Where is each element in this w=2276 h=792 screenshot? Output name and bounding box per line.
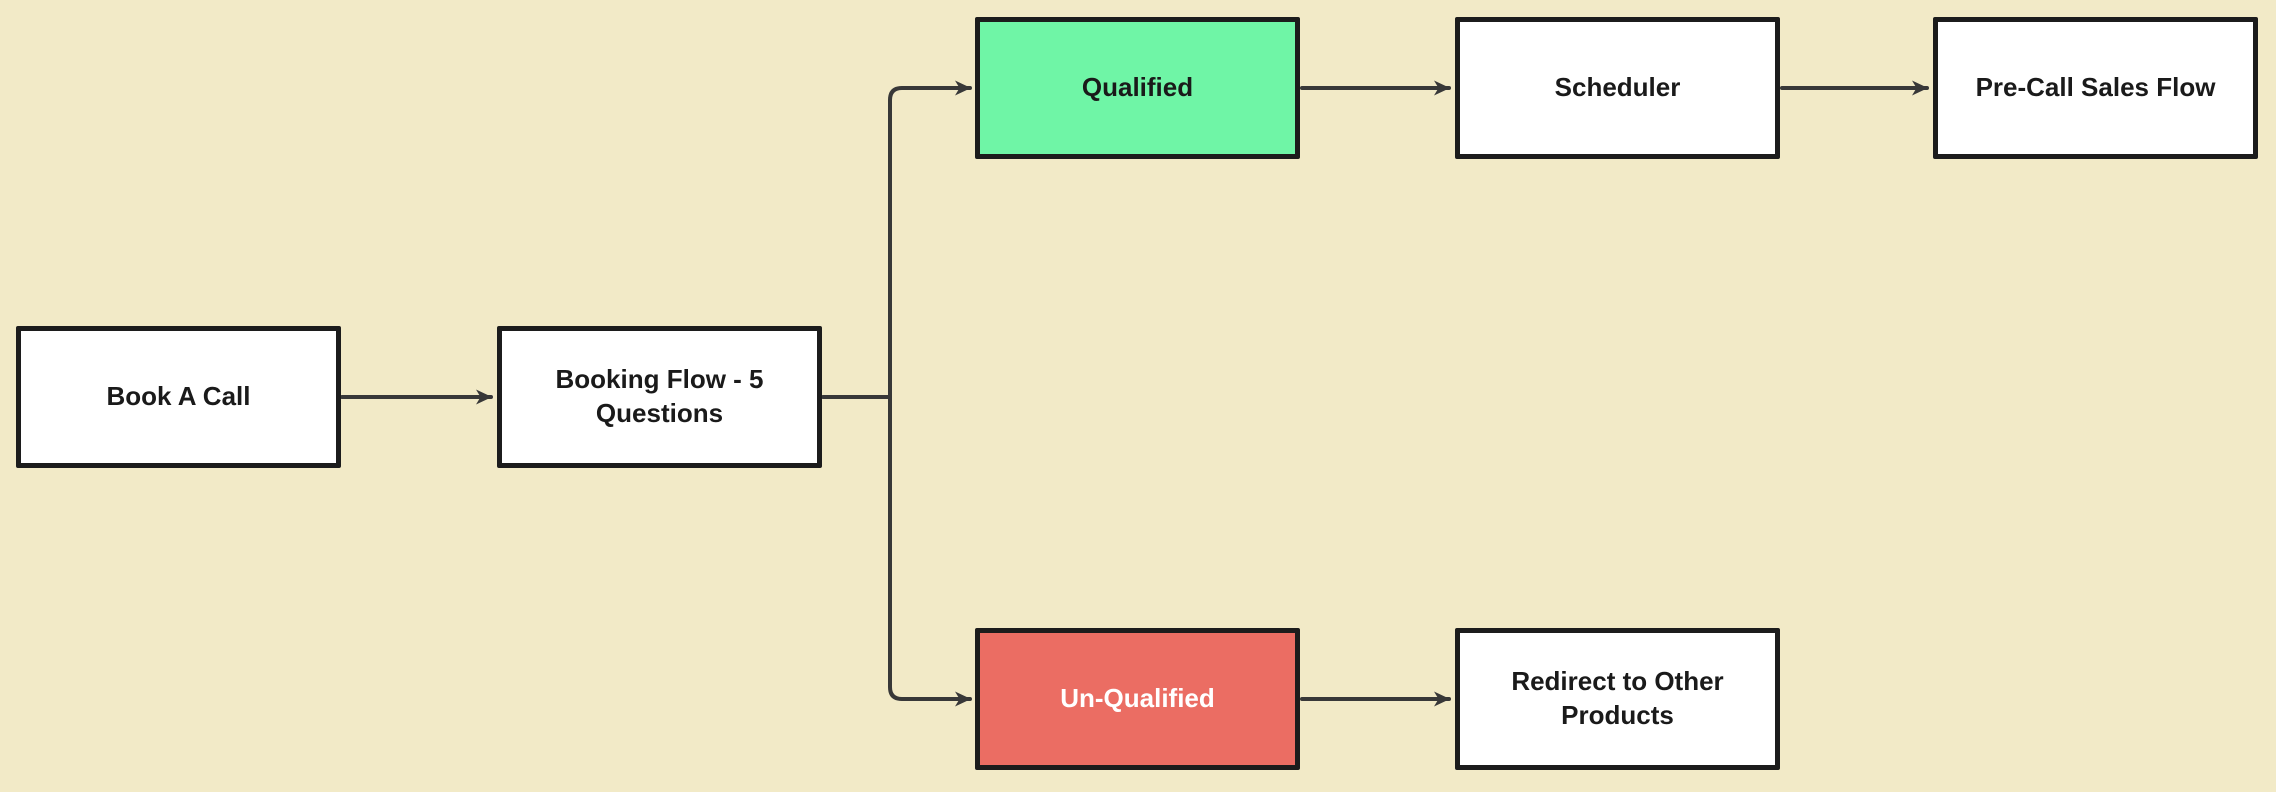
- node-book-a-call[interactable]: Book A Call: [16, 326, 341, 468]
- edge-booking-to-unqualified: [888, 395, 972, 707]
- edge-booking-to-qualified: [888, 80, 972, 399]
- node-label: Scheduler: [1554, 72, 1681, 103]
- node-pre-call-sales-flow[interactable]: Pre-Call Sales Flow: [1933, 17, 2258, 159]
- node-booking-flow[interactable]: Booking Flow - 5 Questions: [497, 326, 822, 468]
- node-redirect-other-products[interactable]: Redirect to Other Products: [1455, 628, 1780, 770]
- node-qualified[interactable]: Qualified: [975, 17, 1300, 159]
- node-un-qualified[interactable]: Un-Qualified: [975, 628, 1300, 770]
- node-label: Un-Qualified: [1060, 683, 1215, 714]
- node-scheduler[interactable]: Scheduler: [1455, 17, 1780, 159]
- node-label: Qualified: [1081, 72, 1194, 103]
- node-label: Pre-Call Sales Flow: [1975, 72, 2216, 103]
- node-label: Redirect to Other Products: [1511, 666, 1724, 730]
- node-label: Book A Call: [106, 381, 251, 412]
- node-label: Booking Flow - 5 Questions: [555, 364, 764, 428]
